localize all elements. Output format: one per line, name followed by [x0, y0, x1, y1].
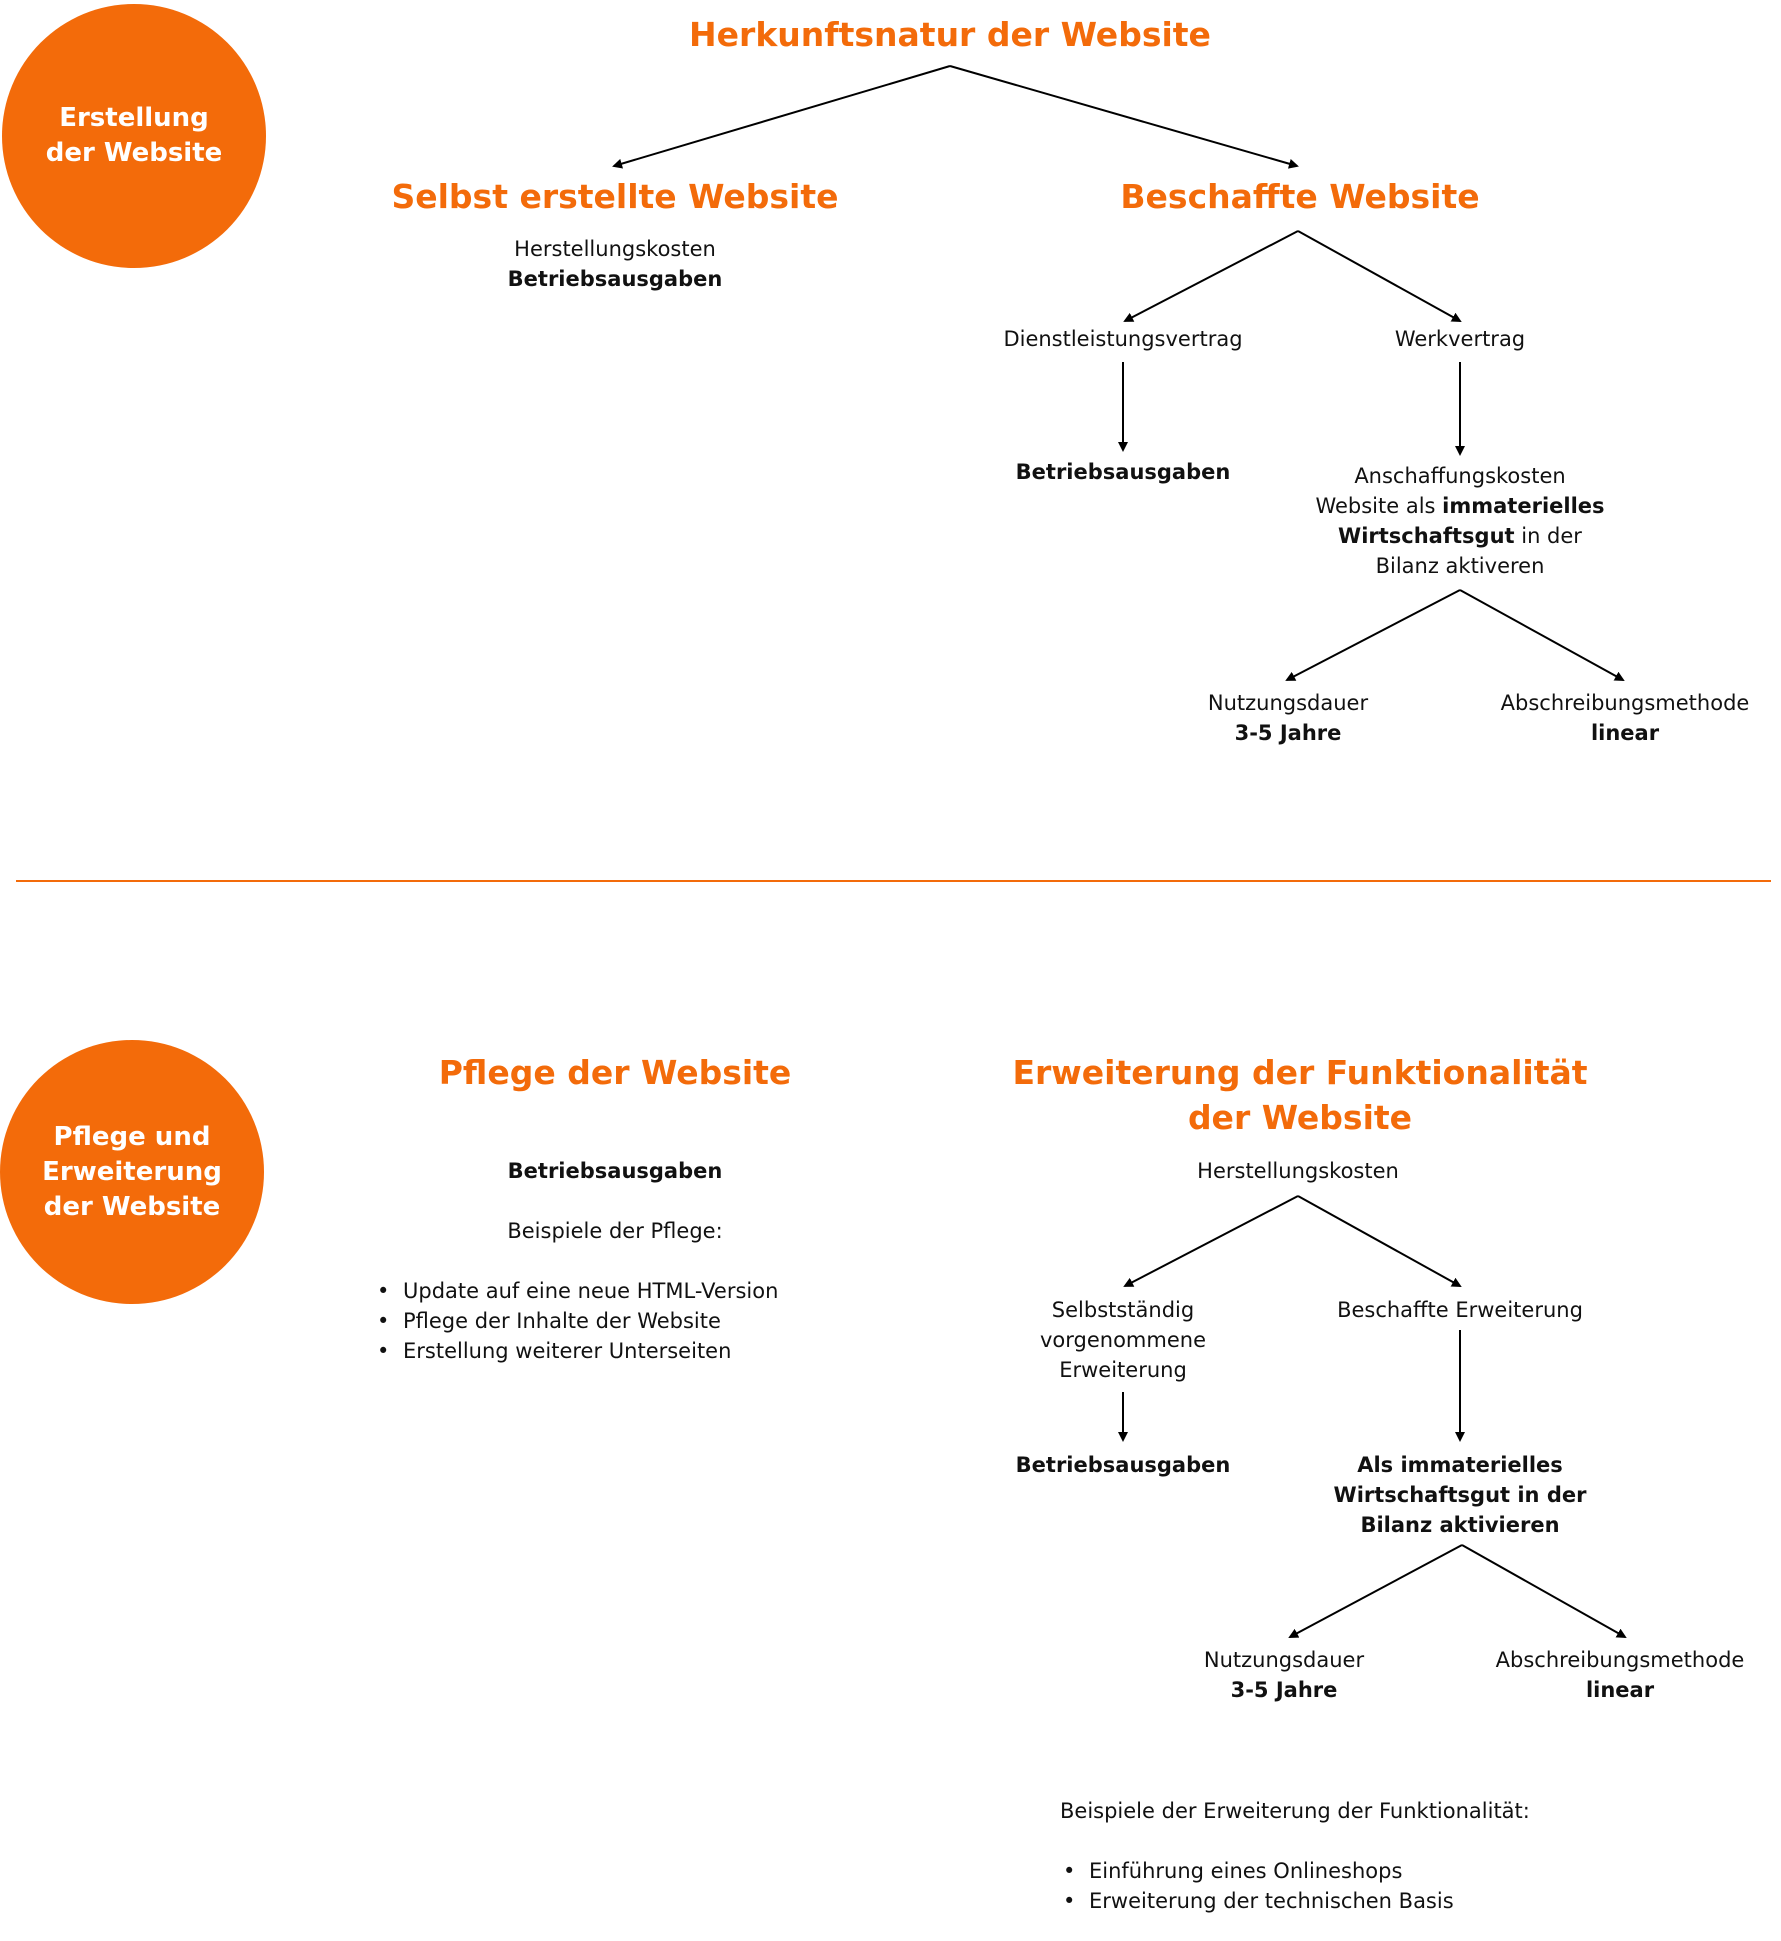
- aktivieren-line4: Bilanz aktiveren: [1375, 554, 1545, 578]
- text-fragment-bold: Wirtschaftsgut: [1338, 524, 1515, 548]
- nutzungsdauer-block-2: Nutzungsdauer 3-5 Jahre: [1146, 1645, 1422, 1705]
- text-fragment-bold: immaterielles: [1442, 494, 1605, 518]
- section-badge-pflege: Pflege und Erweiterung der Website: [0, 1040, 264, 1304]
- list-item: Einführung eines Onlineshops: [1061, 1856, 1454, 1886]
- selbst-text: Herstellungskosten Betriebsausgaben: [460, 234, 770, 294]
- badge-line: der Website: [45, 138, 223, 168]
- badge-line: Erweiterung: [42, 1156, 222, 1187]
- selbststaendig-label: Selbstständig vorgenommene Erweiterung: [1000, 1295, 1246, 1385]
- nutzungsdauer-value: 3-5 Jahre: [1230, 1678, 1338, 1702]
- arrow-main-to-left: [612, 65, 951, 169]
- pflege-result: Betriebsausgaben: [507, 1159, 723, 1183]
- herstellungskosten-label: Herstellungskosten: [514, 237, 716, 261]
- heading-pflege: Pflege der Website: [438, 1053, 792, 1092]
- betriebsausgaben-label: Betriebsausgaben: [507, 267, 723, 291]
- heading-beschaffte-website: Beschaffte Website: [1120, 177, 1480, 216]
- arrow-ak-to-abschreibung: [1459, 589, 1625, 681]
- aktivieren-line2: Website als immaterielles: [1270, 491, 1650, 521]
- badge-line: Erstellung: [59, 103, 209, 133]
- label-line: vorgenommene: [1039, 1328, 1206, 1352]
- nutzungsdauer-label: Nutzungsdauer: [1203, 1648, 1365, 1672]
- erweiterung-examples-heading: Beispiele der Erweiterung der Funktional…: [1060, 1799, 1530, 1823]
- werkvertrag-label: Werkvertrag: [1394, 327, 1526, 351]
- label-line: Erweiterung: [1059, 1358, 1187, 1382]
- list-item: Update auf eine neue HTML-Version: [375, 1276, 778, 1306]
- erweiterung-herstellungskosten: Herstellungskosten: [1197, 1159, 1399, 1183]
- text-fragment: Website als: [1315, 494, 1443, 518]
- result-line: Bilanz aktivieren: [1360, 1513, 1560, 1537]
- main-title: Herkunftsnatur der Website: [689, 15, 1211, 54]
- arrow-ak-to-nutzung: [1285, 589, 1461, 681]
- result-line: Als immaterielles: [1357, 1453, 1563, 1477]
- werkvertrag-result: Anschaffungskosten Website als immaterie…: [1270, 461, 1650, 581]
- arrow-aktiv-to-nutzung: [1288, 1544, 1463, 1638]
- erweiterung-examples-list: Einführung eines Onlineshops Erweiterung…: [1061, 1856, 1454, 1916]
- heading-selbst-erstellt: Selbst erstellte Website: [391, 177, 839, 216]
- arrow-hk-to-selbst: [1123, 1195, 1299, 1287]
- aktivieren-line3: Wirtschaftsgut in der: [1270, 521, 1650, 551]
- result-line: Wirtschaftsgut in der: [1333, 1483, 1587, 1507]
- nutzungsdauer-block: Nutzungsdauer 3-5 Jahre: [1150, 688, 1426, 748]
- pflege-examples-list: Update auf eine neue HTML-Version Pflege…: [375, 1276, 778, 1366]
- beschaffte-result: Als immaterielles Wirtschaftsgut in der …: [1300, 1450, 1620, 1540]
- pflege-examples-heading: Beispiele der Pflege:: [507, 1219, 723, 1243]
- badge-line: der Website: [43, 1191, 221, 1222]
- abschreibung-label: Abschreibungsmethode: [1500, 691, 1750, 715]
- arrow-hk-to-beschaffte: [1297, 1195, 1462, 1287]
- beschaffte-erweiterung-label: Beschaffte Erweiterung: [1337, 1298, 1583, 1322]
- abschreibung-block-2: Abschreibungsmethode linear: [1475, 1645, 1765, 1705]
- nutzungsdauer-value: 3-5 Jahre: [1234, 721, 1342, 745]
- arrow-aktiv-to-abschreibung: [1461, 1544, 1627, 1638]
- list-item: Pflege der Inhalte der Website: [375, 1306, 778, 1336]
- text-fragment: in der: [1514, 524, 1582, 548]
- heading-line: der Website: [1187, 1098, 1413, 1137]
- list-item: Erweiterung der technischen Basis: [1061, 1886, 1454, 1916]
- abschreibung-value: linear: [1585, 1678, 1655, 1702]
- nutzungsdauer-label: Nutzungsdauer: [1207, 691, 1369, 715]
- abschreibung-block: Abschreibungsmethode linear: [1480, 688, 1770, 748]
- label-line: Selbstständig: [1051, 1298, 1195, 1322]
- heading-erweiterung: Erweiterung der Funktionalität der Websi…: [1000, 1050, 1600, 1140]
- arrow-beschaffte-to-dienst: [1123, 230, 1299, 322]
- section-divider: [16, 880, 1771, 882]
- abschreibung-label: Abschreibungsmethode: [1495, 1648, 1745, 1672]
- list-item: Erstellung weiterer Unterseiten: [375, 1336, 778, 1366]
- anschaffungskosten-line: Anschaffungskosten: [1354, 464, 1566, 488]
- dienstleistungsvertrag-label: Dienstleistungsvertrag: [1003, 327, 1243, 351]
- dienst-result: Betriebsausgaben: [1015, 460, 1231, 484]
- badge-line: Pflege und: [53, 1121, 211, 1152]
- arrow-beschaffte-to-werk: [1297, 230, 1462, 322]
- selbst-result: Betriebsausgaben: [1015, 1453, 1231, 1477]
- arrow-main-to-right: [949, 65, 1299, 169]
- heading-line: Erweiterung der Funktionalität: [1012, 1053, 1588, 1092]
- abschreibung-value: linear: [1590, 721, 1660, 745]
- section-badge-erstellung: Erstellung der Website: [2, 4, 266, 268]
